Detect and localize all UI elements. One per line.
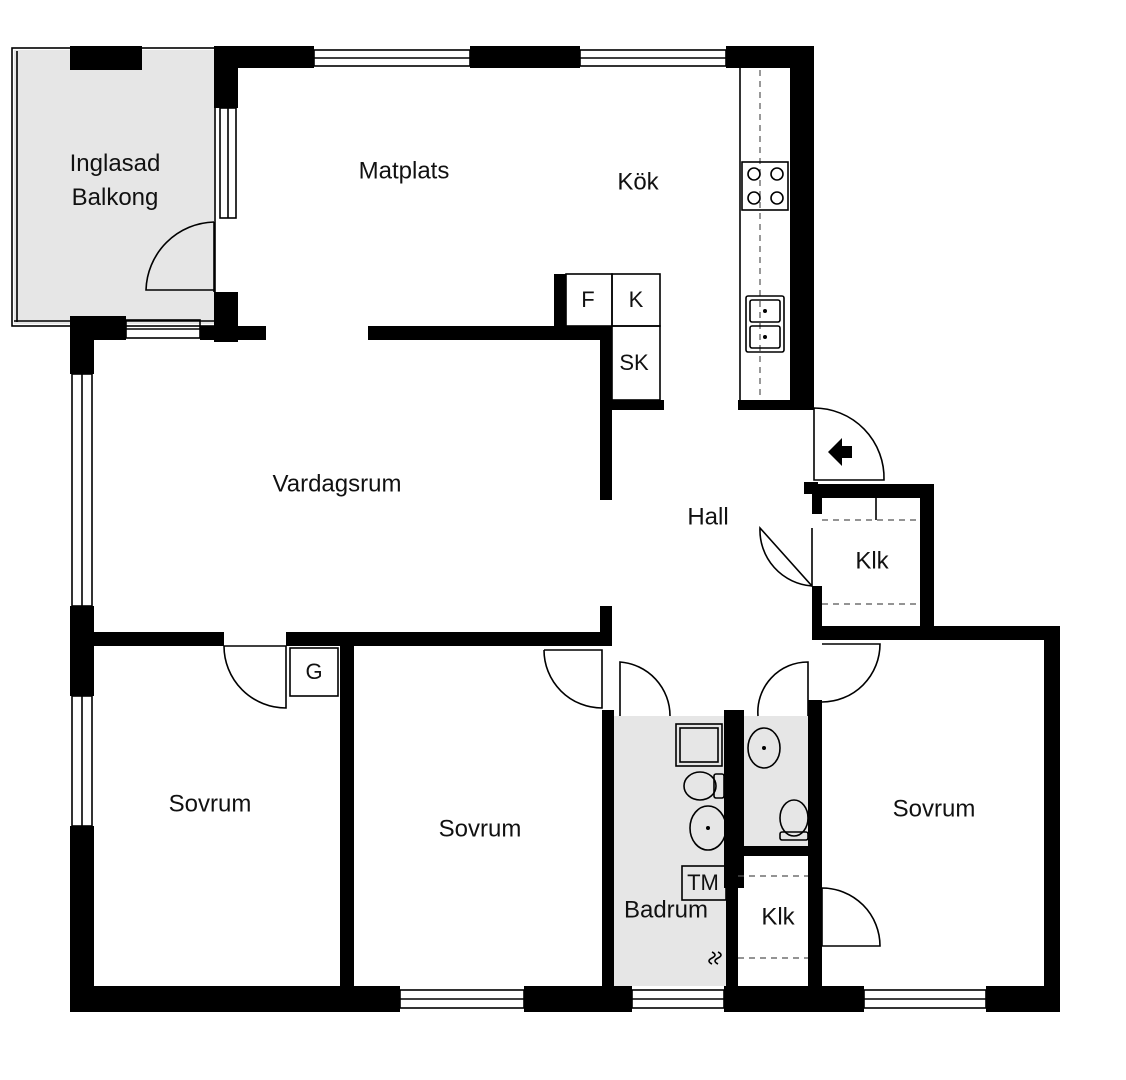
bathroom-fixtures bbox=[675, 723, 809, 965]
wc-toilet-icon bbox=[779, 799, 809, 841]
fixture-label-freezer: K bbox=[629, 287, 644, 312]
room-label-closet-bath: Klk bbox=[761, 903, 795, 930]
walls bbox=[70, 46, 1060, 1012]
hall-closet-shelves bbox=[822, 498, 920, 605]
room-label-bedroom-left: Sovrum bbox=[169, 790, 252, 817]
wc-floor bbox=[742, 716, 814, 846]
toilet-icon bbox=[683, 771, 725, 801]
fixture-labels: F K SK G TM bbox=[305, 287, 718, 895]
fixture-label-cabinet: SK bbox=[619, 350, 649, 375]
room-label-hall: Hall bbox=[687, 503, 728, 530]
washer-box bbox=[681, 865, 727, 901]
room-label-kitchen: Kök bbox=[617, 168, 659, 195]
bath-closet-shelves bbox=[738, 875, 808, 959]
room-label-living: Vardagsrum bbox=[273, 470, 402, 497]
room-label-closet-hall: Klk bbox=[855, 547, 889, 574]
room-label-dining: Matplats bbox=[359, 157, 450, 184]
room-label-bedroom-middle: Sovrum bbox=[439, 815, 522, 842]
balcony-area bbox=[11, 47, 216, 327]
fixture-label-wardrobe: G bbox=[305, 659, 322, 684]
kitchen-counter bbox=[739, 68, 789, 400]
entrance-arrow-icon bbox=[828, 438, 852, 466]
room-label-bathroom: Badrum bbox=[624, 896, 708, 923]
room-label-bedroom-right: Sovrum bbox=[893, 795, 976, 822]
floor-drain-icon bbox=[708, 951, 722, 965]
shower-icon bbox=[675, 723, 723, 767]
wardrobe-box bbox=[289, 647, 339, 697]
fridge-freezer-cabinet bbox=[565, 273, 661, 401]
doors bbox=[145, 221, 885, 947]
wc-washbasin-icon bbox=[747, 727, 781, 769]
kitchen-sink-icon bbox=[745, 295, 785, 353]
windows bbox=[71, 49, 987, 1009]
fixture-label-washer: TM bbox=[687, 870, 719, 895]
fixture-label-fridge: F bbox=[581, 287, 594, 312]
bathroom-floor bbox=[612, 716, 728, 986]
washbasin-icon bbox=[689, 805, 727, 851]
